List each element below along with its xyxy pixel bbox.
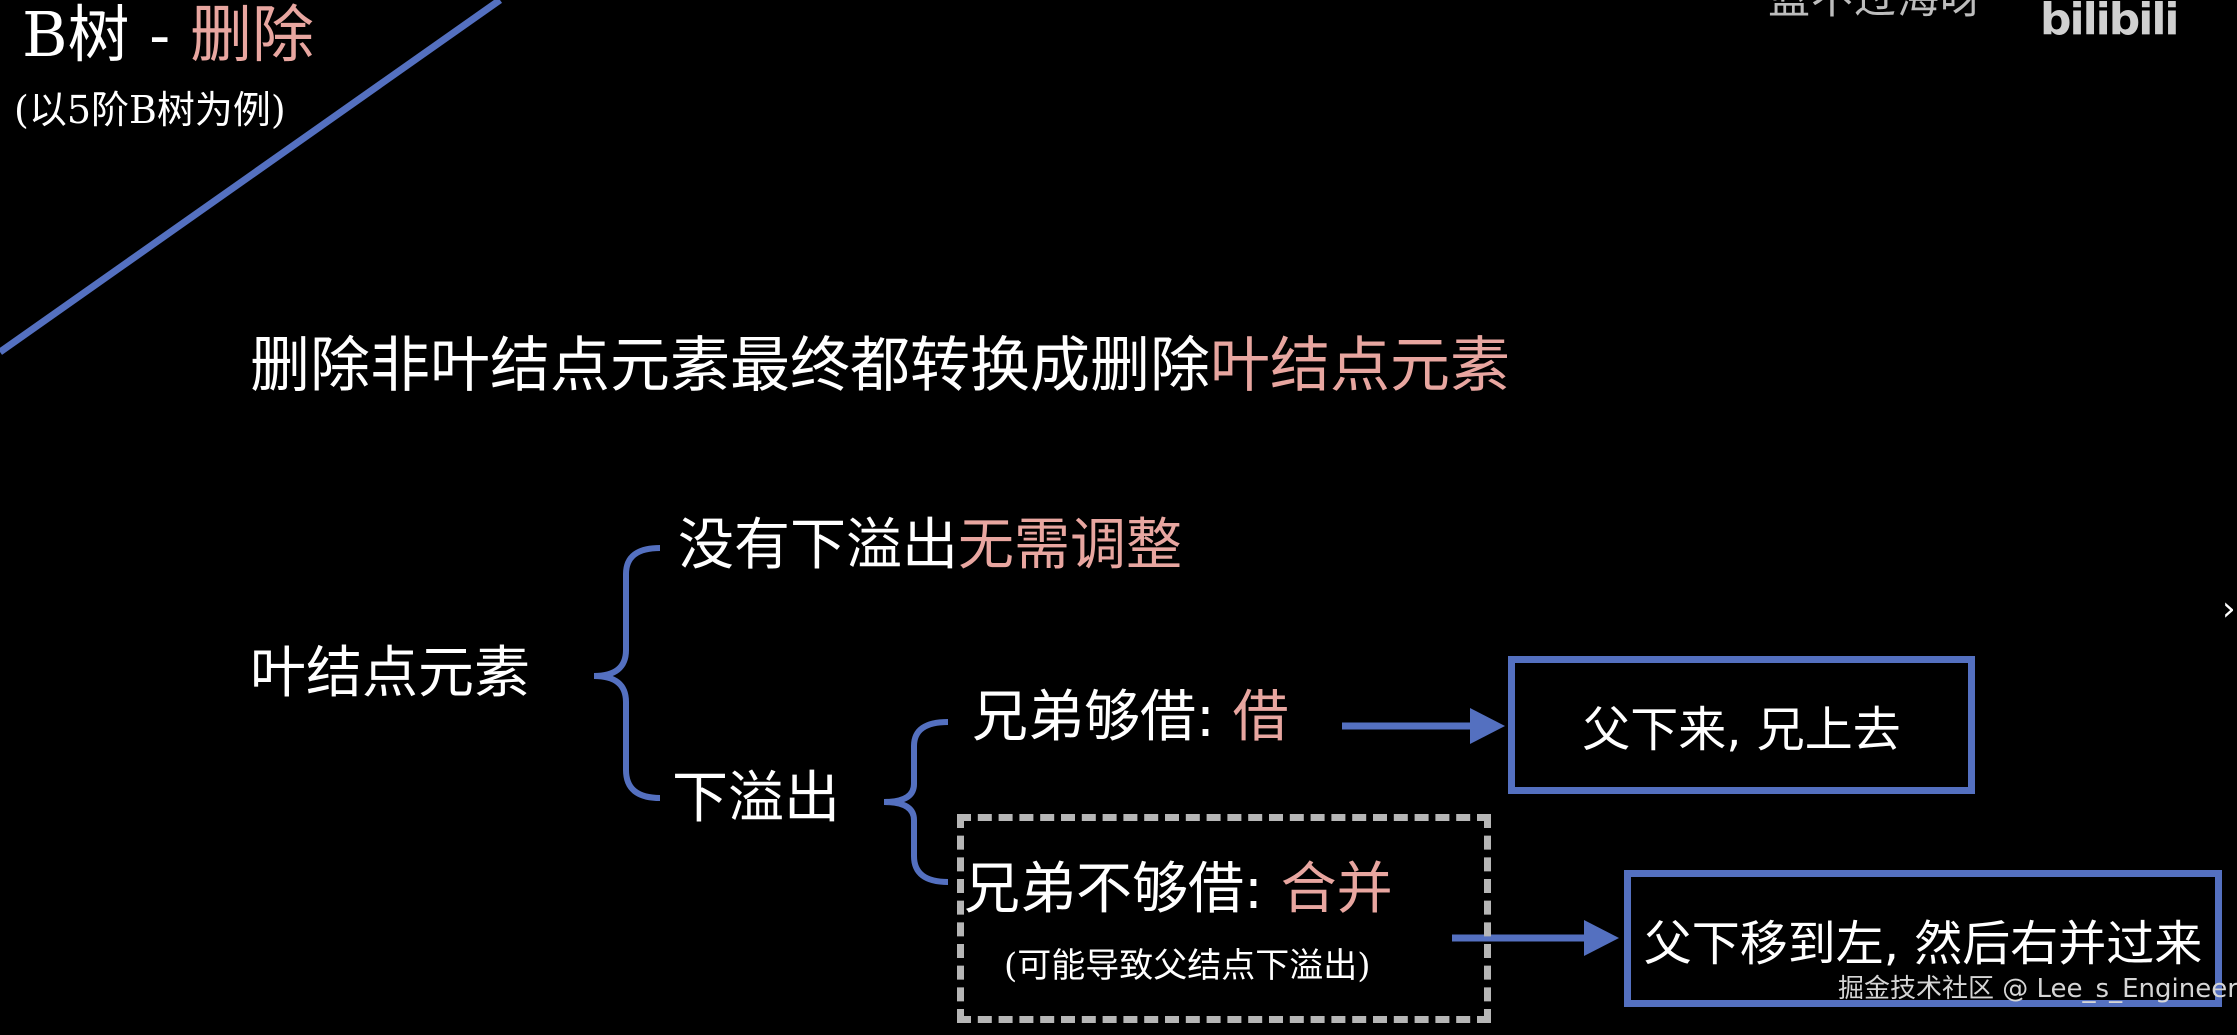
chevron-right-icon[interactable]: › — [2222, 589, 2236, 629]
title-prefix: B树 - — [22, 0, 190, 71]
title-highlight: 删除 — [189, 0, 314, 71]
juejin-watermark: 掘金技术社区 @ Lee_s_Engineer — [1838, 974, 2237, 1004]
merge-note: (可能导致父结点下溢出) — [1004, 946, 1371, 986]
sibling-enough-text: 兄弟够借: — [972, 685, 1233, 750]
result-box-borrow: 父下来, 兄上去 — [1508, 656, 1975, 794]
bilibili-logo: bilibili — [2040, 0, 2179, 45]
arrow-merge-head — [1584, 920, 1619, 956]
no-underflow-highlight: 无需调整 — [958, 513, 1182, 578]
node-underflow: 下溢出 — [672, 766, 840, 831]
arrow-borrow-head — [1470, 708, 1505, 744]
no-underflow-text: 没有下溢出 — [678, 513, 958, 578]
brace-underflow — [883, 719, 949, 885]
sibling-not-enough-text: 兄弟不够借: — [964, 857, 1281, 922]
node-leaf-element: 叶结点元素 — [250, 641, 530, 706]
node-no-underflow: 没有下溢出无需调整 — [678, 512, 1182, 579]
node-sibling-enough: 兄弟够借: 借 — [972, 684, 1289, 751]
diagonal-decor-line — [0, 0, 503, 355]
page-subtitle: (以5阶B树为例) — [14, 88, 286, 132]
sibling-enough-highlight: 借 — [1232, 685, 1289, 750]
headline-text: 删除非叶结点元素最终都转换成删除 — [250, 331, 1210, 401]
dashed-box-merge-case — [957, 814, 1491, 1023]
sibling-not-enough-highlight: 合并 — [1280, 857, 1393, 922]
page-title: B树 - 删除 — [22, 0, 314, 72]
headline-highlight: 叶结点元素 — [1210, 331, 1510, 401]
headline: 删除非叶结点元素最终都转换成删除叶结点元素 — [250, 330, 1510, 402]
node-sibling-not-enough: 兄弟不够借: 合并 — [964, 856, 1393, 923]
author-watermark: 蓝不过海呀 — [1768, 0, 1983, 24]
brace-leaf — [593, 545, 661, 801]
result-box-merge: 父下移到左, 然后右并过来 — [1624, 870, 2222, 1007]
